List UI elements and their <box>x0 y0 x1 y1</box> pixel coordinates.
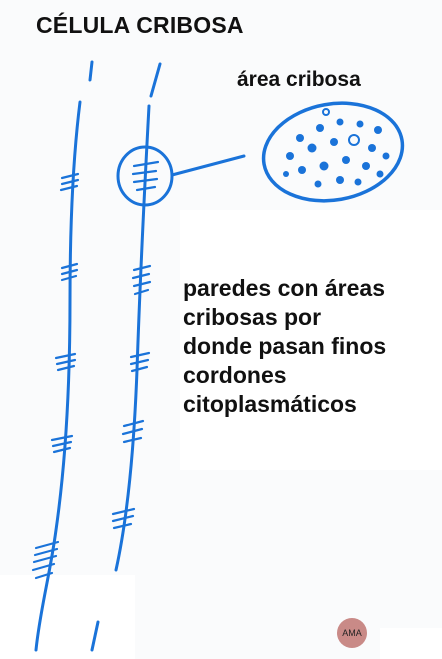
circle-marks <box>131 160 160 192</box>
description-text: paredes con áreas cribosas por donde pas… <box>183 274 433 419</box>
diagram-title: CÉLULA CRIBOSA <box>36 12 244 38</box>
author-signature: AMA <box>337 618 367 648</box>
connector-line <box>170 154 246 177</box>
description-line: paredes con áreas <box>183 275 386 301</box>
sieve-marks-left <box>31 172 80 580</box>
left-cell-wall <box>88 60 94 82</box>
right-cell-wall <box>90 620 100 652</box>
description-line: cordones <box>183 362 287 388</box>
lower-left-panel <box>0 575 135 659</box>
left-cell-wall <box>34 100 82 652</box>
sieve-pore-rings <box>322 108 360 146</box>
right-cell-wall <box>149 62 162 98</box>
text-panel-background <box>180 210 442 470</box>
sieve-pores <box>283 118 390 188</box>
sieve-marks-right <box>111 264 152 530</box>
lower-right-panel <box>380 628 442 659</box>
sieve-area-label: área cribosa <box>237 68 361 91</box>
sieve-area-oval <box>261 101 405 203</box>
description-line: cribosas por <box>183 304 322 330</box>
right-cell-wall <box>114 104 151 572</box>
description-line: donde pasan finos <box>183 333 387 359</box>
description-line: citoplasmáticos <box>183 391 357 417</box>
